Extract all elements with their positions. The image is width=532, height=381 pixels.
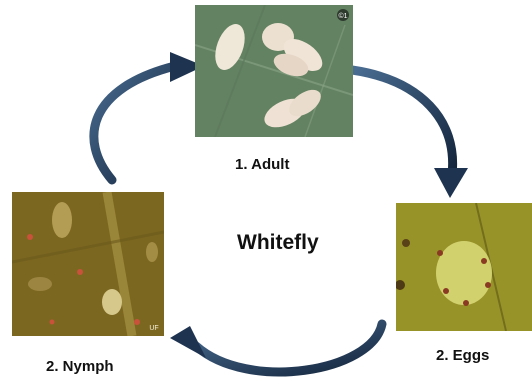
eggs-whitefly-photo (396, 203, 532, 331)
stage-label-nymph: 2. Nymph (46, 358, 114, 375)
arrow-nymph-to-adult (94, 52, 204, 180)
adult-photo-mark: ©1 (338, 12, 347, 20)
adult-whitefly-photo: ©1 (195, 5, 353, 137)
arrow-adult-to-eggs (352, 70, 468, 198)
stage-label-eggs: 2. Eggs (436, 347, 489, 364)
stage-label-adult: 1. Adult (235, 156, 289, 173)
arrow-eggs-to-nymph (170, 324, 382, 372)
diagram-title: Whitefly (237, 231, 319, 255)
nymph-photo-mark: UF (149, 325, 158, 332)
nymph-whitefly-photo: UF (12, 192, 164, 336)
